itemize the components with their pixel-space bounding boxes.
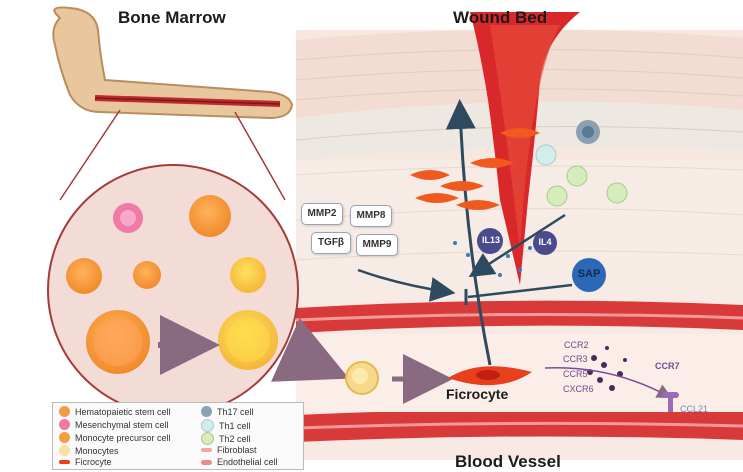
sap-label: SAP bbox=[577, 268, 601, 280]
legend-swatch bbox=[59, 432, 70, 443]
legend-swatch bbox=[201, 459, 212, 465]
receptor-ccr2: CCR2 bbox=[564, 340, 589, 350]
legend-swatch bbox=[201, 406, 212, 417]
ccr7-receptor-icon bbox=[662, 392, 679, 412]
legend-item-fibroblast: Fibroblast bbox=[201, 445, 257, 455]
bone-illustration bbox=[52, 6, 294, 120]
legend-swatch bbox=[59, 445, 70, 456]
receptor-ccr5: CCR5 bbox=[563, 369, 588, 379]
legend-item-msc: Mesenchymal stem cell bbox=[59, 419, 169, 430]
wound-bed-title: Wound Bed bbox=[453, 8, 548, 27]
bone-marrow-title: Bone Marrow bbox=[118, 8, 226, 27]
legend-item-th1: Th1 cell bbox=[201, 419, 251, 432]
legend-item-hsc: Hematopaietic stem cell bbox=[59, 406, 171, 417]
molecule-mmp9: MMP9 bbox=[356, 234, 398, 256]
legend-swatch bbox=[59, 460, 70, 464]
molecule-mmp2: MMP2 bbox=[301, 203, 343, 225]
legend-item-th2: Th2 cell bbox=[201, 432, 251, 445]
molecule-tgfb: TGFβ bbox=[311, 232, 351, 254]
legend-swatch bbox=[59, 419, 70, 430]
legend-item-monocytes: Monocytes bbox=[59, 445, 119, 456]
blood-vessel-title: Blood Vessel bbox=[455, 452, 561, 471]
legend-item-ficrocyte: Ficrocyte bbox=[59, 457, 112, 467]
receptor-ccr3: CCR3 bbox=[563, 354, 588, 364]
legend-item-th17: Th17 cell bbox=[201, 406, 254, 417]
il4-label: IL4 bbox=[538, 237, 552, 247]
molecule-mmp8: MMP8 bbox=[350, 205, 392, 227]
ccl21-label: CCL21 bbox=[680, 404, 709, 414]
legend-item-mpc: Monocyte precursor cell bbox=[59, 432, 171, 443]
legend-swatch bbox=[201, 448, 212, 452]
legend-swatch bbox=[59, 406, 70, 417]
legend: Hematopaietic stem cell Mesenchymal stem… bbox=[52, 402, 304, 470]
legend-swatch bbox=[201, 419, 214, 432]
il13-label: IL13 bbox=[481, 235, 500, 245]
receptor-cxcr6: CXCR6 bbox=[563, 384, 594, 394]
legend-swatch bbox=[201, 432, 214, 445]
ccr7-label: CCR7 bbox=[655, 361, 680, 371]
legend-item-endothelial: Endothelial cell bbox=[201, 457, 278, 467]
ficrocyte-label: Ficrocyte bbox=[446, 386, 509, 402]
